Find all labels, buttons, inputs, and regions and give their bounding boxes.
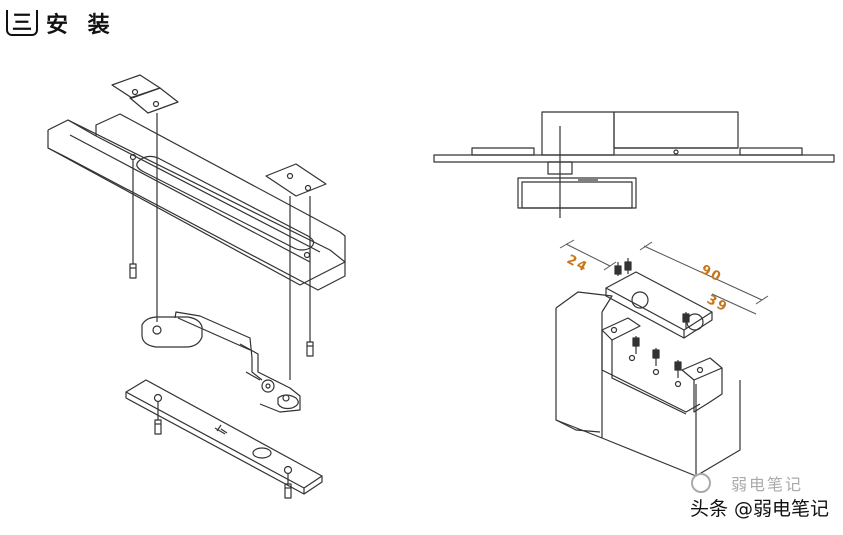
top-left-tab-upper <box>111 74 161 99</box>
watermark: 弱电笔记 头条 @弱电笔记 <box>689 473 829 521</box>
dimension-lines <box>559 239 769 315</box>
dimension-39: 39 <box>704 292 731 316</box>
right-screw-bottom <box>284 474 292 499</box>
section-title: 三 安 装 <box>6 6 116 40</box>
lock-base-plate <box>125 379 323 495</box>
dimension-24: 24 <box>564 252 591 276</box>
left-screw-top <box>129 160 137 279</box>
side-view-frame <box>433 111 835 218</box>
left-screw-bottom <box>154 402 162 435</box>
top-right-tab <box>265 163 327 197</box>
watermark-ghost-text: 弱电笔记 <box>730 475 803 494</box>
watermark-text: 头条 @弱电笔记 <box>689 497 829 520</box>
section-number: 三 <box>6 10 38 36</box>
dimension-90: 90 <box>698 262 725 286</box>
right-screw-top <box>306 196 314 357</box>
strike-screws <box>614 258 690 378</box>
strike-bracket <box>601 271 723 415</box>
watermark-logo-icon <box>691 473 711 493</box>
top-left-tab-lower <box>129 87 179 114</box>
u-channel-bracket <box>47 113 346 291</box>
section-title-text: 安 装 <box>46 13 116 38</box>
bolt-lock-body <box>141 311 301 413</box>
